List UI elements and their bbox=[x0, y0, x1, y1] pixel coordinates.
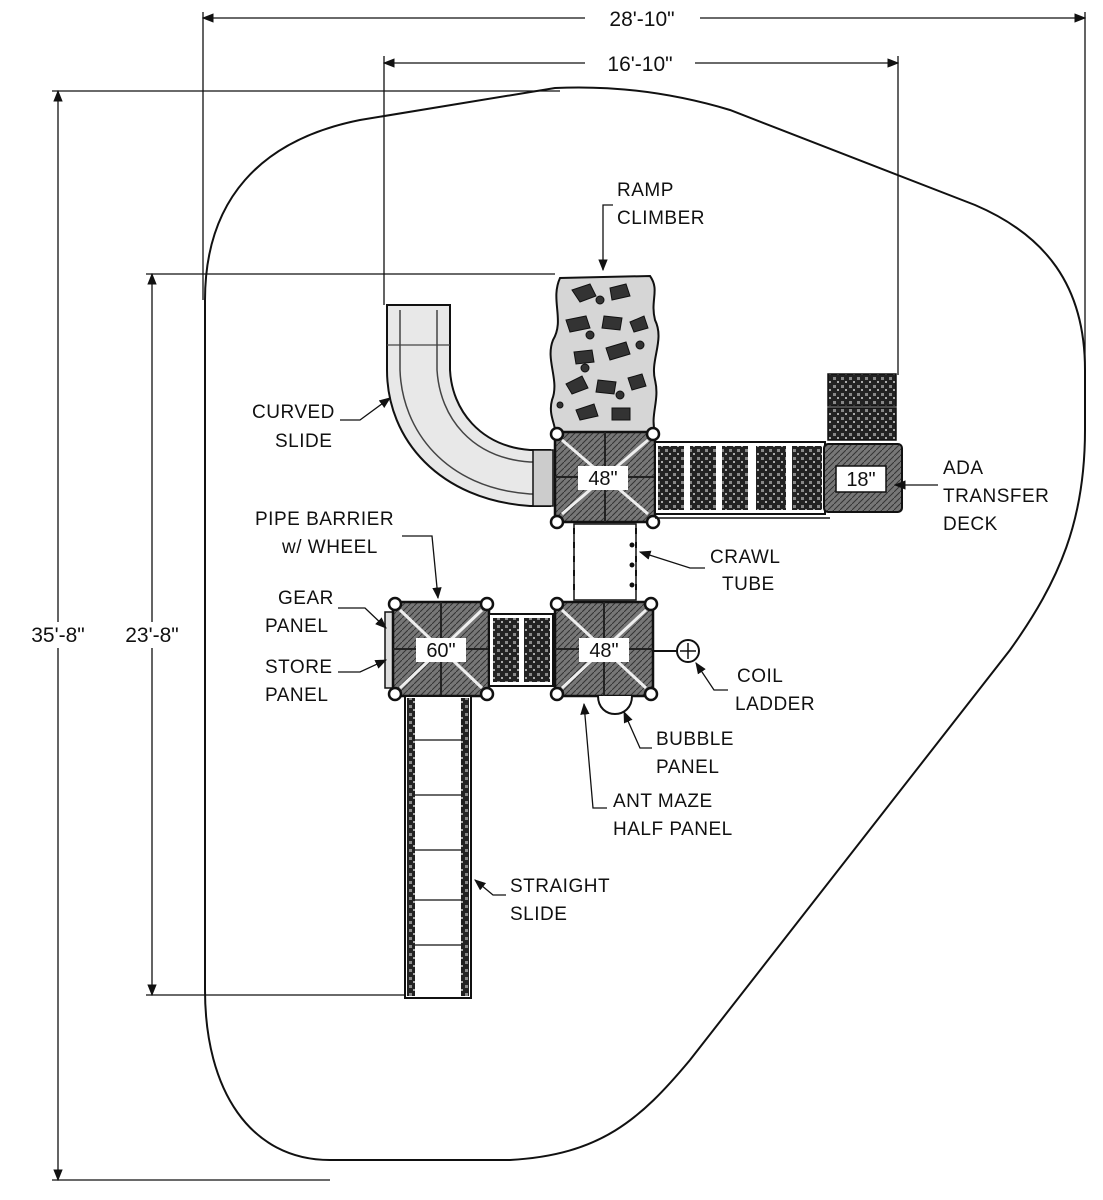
dimension-structure-length: 23'-8" bbox=[108, 272, 555, 997]
dimension-overall-width: 28'-10" bbox=[201, 6, 1087, 420]
label-crawl-tube: CRAWL TUBE bbox=[710, 547, 786, 595]
lower-left-deck: 60" bbox=[384, 596, 495, 702]
coil-ladder bbox=[653, 639, 700, 663]
structure-length-text: 23'-8" bbox=[125, 624, 179, 647]
dimension-overall-length: 35'-8" bbox=[14, 89, 560, 1182]
label-curved-slide: CURVED SLIDE bbox=[252, 402, 341, 452]
curved-slide bbox=[386, 304, 554, 507]
safety-zone-outline bbox=[204, 86, 1086, 1161]
label-gear-panel: GEAR PANEL bbox=[265, 588, 340, 637]
upper-deck: 48" bbox=[549, 426, 661, 530]
label-ada-transfer-deck: ADA TRANSFER DECK bbox=[943, 458, 1055, 535]
transfer-steps bbox=[654, 441, 830, 519]
ramp-climber bbox=[549, 274, 660, 433]
leader-lines bbox=[338, 204, 938, 896]
overall-width-text: 28'-10" bbox=[609, 8, 674, 31]
transfer-deck-size: 18" bbox=[846, 469, 875, 491]
lower-left-deck-size: 60" bbox=[426, 640, 455, 662]
label-ramp-climber: RAMP CLIMBER bbox=[617, 180, 705, 229]
upper-deck-size: 48" bbox=[588, 468, 617, 490]
upper-right-steps bbox=[827, 373, 897, 441]
label-store-panel: STORE PANEL bbox=[265, 657, 338, 706]
lower-bridge bbox=[488, 613, 554, 687]
label-straight-slide: STRAIGHT SLIDE bbox=[510, 876, 616, 925]
dimension-structure-width: 16'-10" bbox=[382, 51, 900, 375]
straight-slide bbox=[404, 695, 472, 999]
label-pipe-barrier: PIPE BARRIER w/ WHEEL bbox=[255, 509, 400, 558]
structure-width-text: 16'-10" bbox=[607, 53, 672, 76]
ada-transfer-deck: 18" bbox=[823, 443, 903, 513]
lower-right-deck: 48" bbox=[549, 596, 659, 702]
overall-length-text: 35'-8" bbox=[31, 624, 85, 647]
label-bubble-panel: BUBBLE PANEL bbox=[656, 729, 740, 778]
lower-right-deck-size: 48" bbox=[589, 640, 618, 662]
label-ant-maze: ANT MAZE HALF PANEL bbox=[613, 791, 733, 840]
crawl-tube bbox=[573, 523, 637, 601]
bubble-panel bbox=[597, 695, 633, 715]
label-coil-ladder: COIL LADDER bbox=[735, 666, 815, 715]
